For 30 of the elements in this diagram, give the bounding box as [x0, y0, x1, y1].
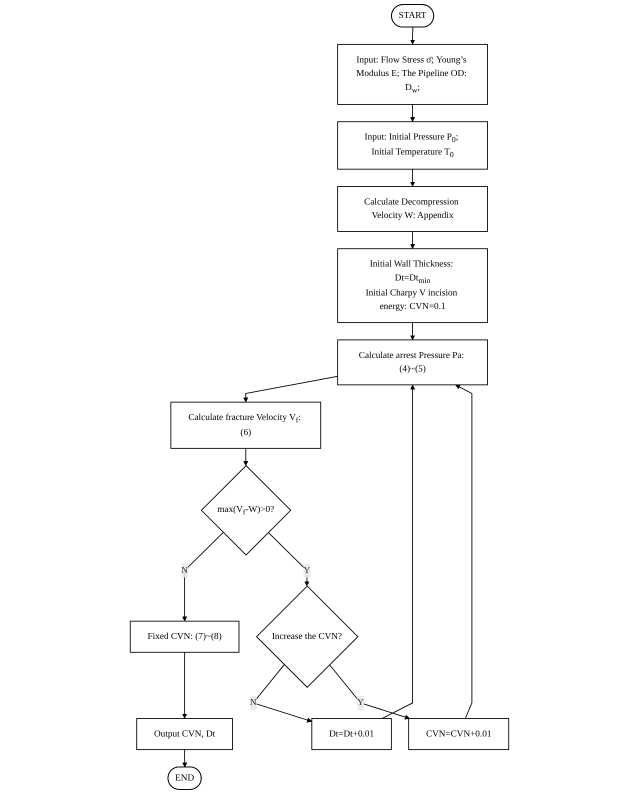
arrow: [182, 532, 224, 622]
node-diamond: max(V$_{f}$-W)>0?: [200, 465, 292, 556]
arrow: [410, 104, 416, 122]
node-box: Fixed CVN: (7)~(8): [130, 620, 240, 653]
node-diamond: Increase the CVN?: [256, 585, 358, 688]
node-box: Input: Initial Pressure P$_{0}$; Initial Temperature T$_{0}$: [337, 121, 488, 170]
arrow: [243, 448, 248, 466]
arrow: [243, 376, 338, 402]
node-box: Input: Flow Stress σ̄; Young’s Modulus E; The Pipeline OD: D$_{w}$;: [337, 44, 488, 105]
arrow: [410, 231, 416, 249]
arrow: [410, 168, 416, 187]
arrow: [182, 749, 188, 768]
arrow: [410, 26, 416, 45]
node-box: CVN=CVN+0.01: [408, 718, 510, 750]
edge-label: Y: [304, 565, 310, 576]
edge-label: N: [181, 565, 188, 576]
arrow: [455, 384, 472, 719]
arrow: [410, 322, 416, 340]
node-box: Calculate fracture Velocity V$_{f}$: (6): [170, 402, 322, 449]
arrow: [382, 384, 416, 719]
edge-label: N: [250, 698, 257, 708]
arrow: [268, 532, 310, 586]
edge-label: Y: [357, 698, 364, 708]
node-box: Dt=Dt+0.01: [311, 718, 392, 750]
node-box: Output CVN, Dt: [136, 718, 233, 750]
arrow: [182, 652, 188, 719]
node-box: Calculate Decompression Velocity W: Appendix: [337, 186, 488, 232]
node-box: Initial Wall Thickness: Dt=Dt$_{min}$ Initial Charpy V incision energy: CVN=0.1: [337, 248, 488, 324]
node-box: Calculate arrest Pressure Pa: (4)~(5): [337, 339, 488, 386]
arrow: [329, 664, 410, 720]
